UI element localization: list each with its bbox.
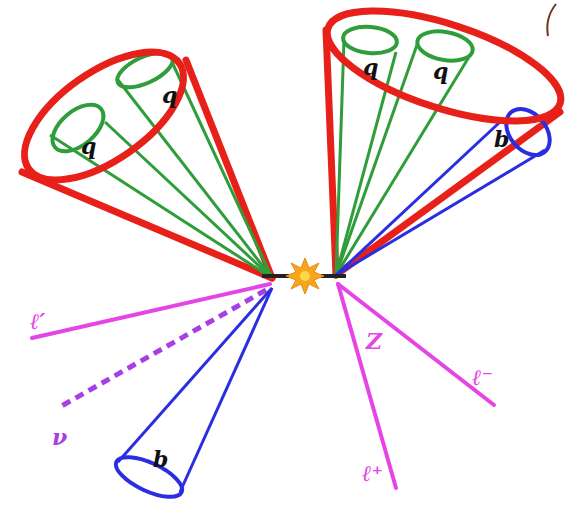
- particle-label: q: [162, 84, 177, 106]
- particle-label: b: [494, 128, 509, 150]
- particle-label: ℓ⁻: [472, 366, 493, 388]
- right-fat-jet: [315, 0, 570, 275]
- particle-label: ℓ′: [30, 310, 45, 332]
- leptons: [32, 284, 494, 505]
- particle-label: q: [363, 56, 378, 78]
- particle-label: ν: [52, 426, 67, 448]
- particle-label: ℓ⁺: [362, 462, 383, 484]
- edge-arc: [547, 4, 556, 36]
- particle-label: Z: [366, 330, 382, 352]
- collision-star: [262, 258, 346, 294]
- particle-label: q: [81, 135, 96, 157]
- left-fat-jet: [3, 27, 272, 278]
- particle-label: q: [433, 60, 448, 82]
- particle-label: b: [153, 448, 168, 470]
